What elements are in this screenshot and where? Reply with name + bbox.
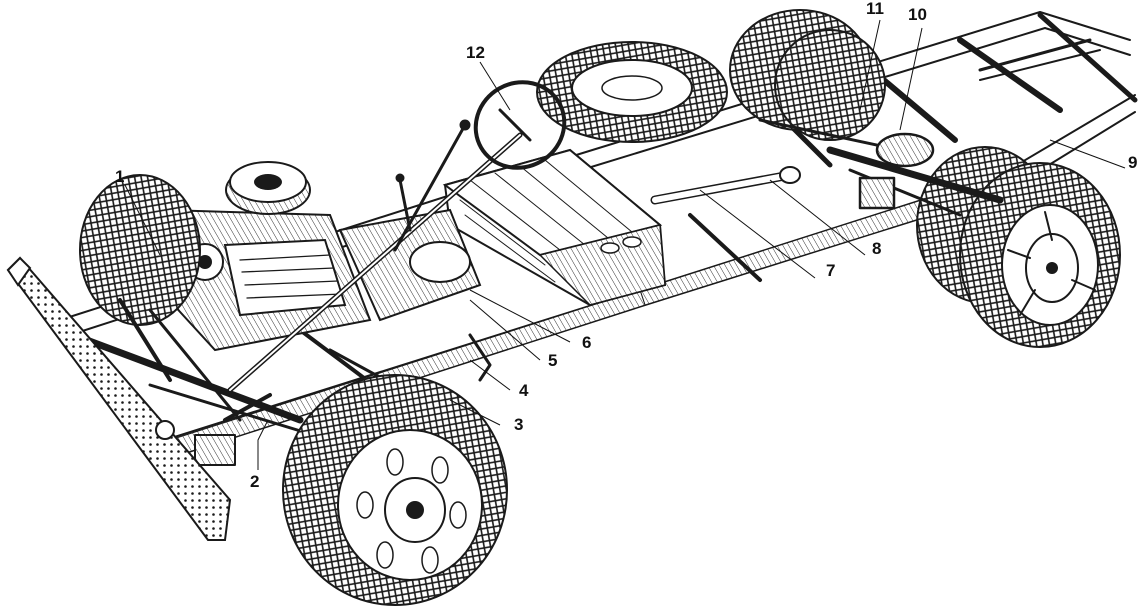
front-wheel-far xyxy=(79,174,201,326)
rear-wheel-far xyxy=(729,9,886,141)
steering-column xyxy=(227,80,567,393)
rear-wheel-near xyxy=(916,146,1121,348)
propeller-shaft xyxy=(650,166,801,282)
callout-10: 10 xyxy=(908,5,927,24)
callout-6: 6 xyxy=(582,333,591,352)
callout-7: 7 xyxy=(826,261,835,280)
spare-wheel xyxy=(536,41,728,143)
callouts: 1 2 3 4 5 6 7 8 9 10 11 12 xyxy=(115,0,1137,491)
front-wheel-near xyxy=(282,374,508,606)
callout-2: 2 xyxy=(250,472,259,491)
transmission xyxy=(338,208,482,322)
fuel-tank xyxy=(442,148,667,307)
front-bumper xyxy=(6,256,232,541)
callout-9: 9 xyxy=(1128,153,1137,172)
callout-3: 3 xyxy=(514,415,523,434)
front-axle xyxy=(56,298,492,466)
callout-4: 4 xyxy=(519,381,529,400)
rear-axle xyxy=(758,118,1004,217)
leader-lines xyxy=(124,19,1126,470)
callout-11: 11 xyxy=(866,0,884,18)
callout-5: 5 xyxy=(548,351,557,370)
callout-8: 8 xyxy=(872,239,881,258)
callout-1: 1 xyxy=(115,167,124,186)
callout-12: 12 xyxy=(466,43,485,62)
